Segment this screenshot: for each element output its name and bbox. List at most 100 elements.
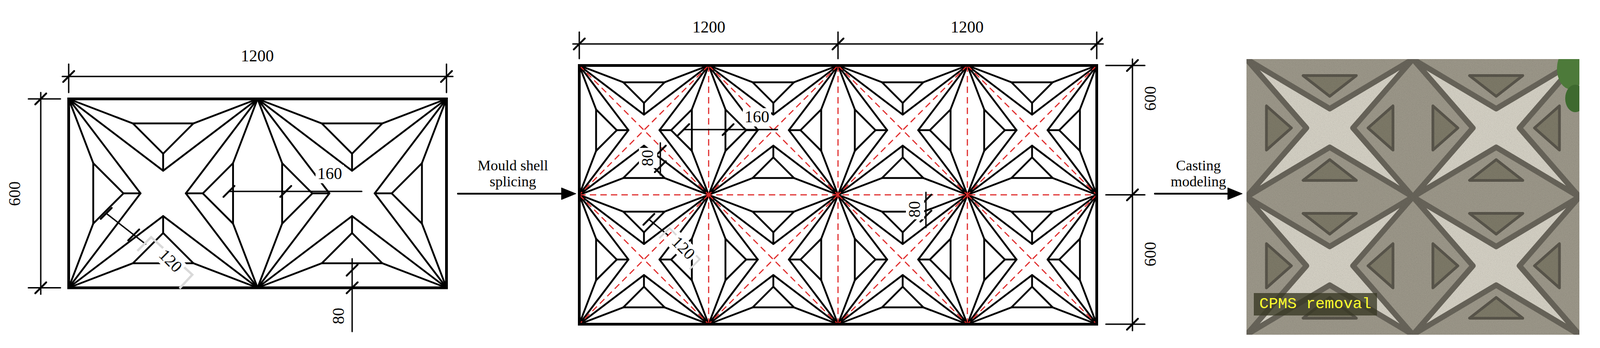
red-dashed-line	[966, 65, 969, 325]
dimension-label: 600	[5, 181, 25, 207]
triangle-facet	[930, 239, 951, 281]
triangle-facet	[1011, 157, 1053, 179]
facet-line	[967, 280, 985, 325]
facet-line	[123, 192, 141, 195]
dimension-tick	[1126, 189, 1138, 201]
facet-line	[1047, 129, 1060, 131]
facet-line	[162, 216, 164, 234]
facet-line	[1052, 307, 1097, 325]
facet-line	[642, 232, 645, 244]
process-step-label: Casting modeling	[1161, 157, 1236, 190]
triangle-facet	[881, 286, 924, 308]
dimension-tick	[223, 185, 235, 197]
red-dashed-line	[967, 65, 1098, 196]
facet-line	[708, 307, 753, 325]
red-dashed-line	[708, 195, 839, 325]
red-dashed-line	[579, 195, 709, 325]
dimension-label: 600	[1141, 241, 1160, 267]
facet-line	[642, 275, 645, 287]
facet-line	[838, 280, 855, 325]
dimension-tick	[346, 264, 358, 276]
triangle-facet	[596, 109, 617, 151]
extension-line	[68, 64, 70, 93]
facet-line	[1052, 178, 1097, 196]
dimension-tick	[63, 70, 75, 82]
facet-line	[901, 103, 904, 115]
triangle-facet	[854, 239, 876, 281]
facet-line	[838, 65, 882, 83]
x-opening	[838, 65, 968, 196]
photo-ground	[1246, 59, 1580, 335]
dimension-tick	[1126, 318, 1138, 330]
red-dashed-line	[838, 65, 968, 196]
panel-outline	[68, 98, 447, 289]
facet-line	[950, 65, 968, 110]
triangle-facet	[881, 82, 924, 104]
red-dashed-line	[838, 195, 968, 325]
facet-line	[838, 65, 855, 110]
facet-line	[708, 195, 753, 213]
facet-line	[901, 145, 904, 158]
red-dashed-line	[967, 65, 1098, 196]
facet-line	[708, 65, 753, 83]
triangle-facet	[752, 211, 795, 233]
red-dashed-line	[967, 195, 1098, 325]
red-dashed-line	[708, 195, 839, 325]
extension-line	[1105, 65, 1145, 67]
facet-line	[664, 195, 709, 213]
triangle-facet	[132, 123, 194, 154]
dimension-tick	[1091, 38, 1103, 50]
dimension-tick	[832, 38, 844, 50]
facet-line	[1031, 232, 1034, 244]
triangle-facet	[752, 82, 795, 104]
extension-line	[28, 287, 61, 289]
dimension-label: 80	[905, 199, 925, 220]
facet-line	[257, 263, 322, 289]
process-step-label: Mould shell splicing	[464, 157, 561, 190]
triangle-facet	[984, 239, 1005, 281]
facet-line	[691, 195, 709, 240]
facet-line	[772, 103, 775, 115]
red-dashed-line	[579, 195, 709, 325]
dimension-line	[683, 129, 778, 131]
facet-line	[838, 307, 882, 325]
extension-line	[446, 64, 448, 93]
facet-line	[68, 263, 133, 289]
facet-line	[185, 192, 203, 195]
facet-line	[257, 223, 283, 288]
facet-line	[821, 280, 839, 325]
facet-line	[1031, 103, 1034, 115]
facet-line	[1079, 65, 1097, 110]
plant-leaf	[1565, 84, 1580, 113]
dimension-label: 600	[1141, 86, 1160, 111]
triangle-facet	[391, 163, 422, 224]
facet-line	[68, 98, 94, 164]
facet-line	[901, 275, 904, 287]
facet-line	[1031, 275, 1034, 287]
arrow-shaft	[457, 192, 566, 195]
facet-line	[789, 258, 801, 261]
triangle-facet	[596, 239, 617, 281]
facet-line	[821, 150, 839, 195]
x-opening	[708, 195, 839, 325]
facet-line	[382, 98, 447, 124]
facet-line	[772, 145, 775, 158]
dimension-tick	[100, 207, 112, 219]
arrow-head	[1227, 187, 1243, 200]
facet-line	[950, 195, 968, 240]
facet-line	[794, 307, 839, 325]
dimension-label: 80	[329, 305, 349, 327]
facet-line	[1079, 280, 1097, 325]
facet-line	[1079, 150, 1097, 195]
dimension-tick	[678, 124, 690, 136]
facet-line	[616, 129, 629, 131]
facet-line	[838, 195, 855, 240]
triangle-facet	[282, 163, 313, 224]
facet-line	[233, 98, 258, 164]
facet-line	[691, 280, 709, 325]
facet-line	[772, 275, 775, 287]
dimension-tick	[722, 124, 734, 136]
facet-line	[374, 192, 392, 195]
facet-line	[579, 280, 597, 325]
dimension-tick	[35, 282, 47, 294]
